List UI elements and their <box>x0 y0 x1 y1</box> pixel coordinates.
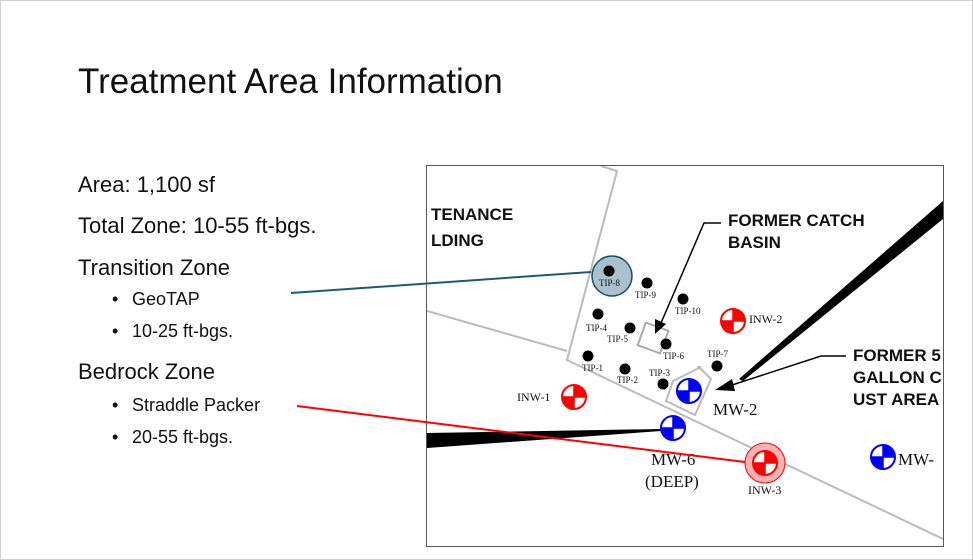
tip-dot-icon <box>603 265 615 277</box>
tip-label: TIP-2 <box>617 375 638 385</box>
bullet-text: 20-55 ft-bgs. <box>132 427 234 447</box>
bullet-geotap: • GeoTAP <box>112 289 200 310</box>
bullet-text: Straddle Packer <box>132 395 261 415</box>
ust-label: FORMER 5 <box>853 346 941 365</box>
well-label: MW-2 <box>713 400 757 419</box>
bullet-dot: • <box>112 289 119 309</box>
ust-label: GALLON C <box>853 368 942 387</box>
bullet-straddle-packer: • Straddle Packer <box>112 395 260 416</box>
bullet-transition-depth: • 10-25 ft-bgs. <box>112 321 233 342</box>
bullet-dot: • <box>112 395 119 415</box>
tip-dot-icon <box>592 308 604 320</box>
building-label: TENANCE <box>431 205 513 224</box>
bedrock-zone-heading: Bedrock Zone <box>78 359 215 384</box>
leader-line <box>660 222 721 324</box>
leader-line <box>728 355 846 387</box>
tip-label: TIP-7 <box>707 349 728 359</box>
bullet-text: GeoTAP <box>132 289 200 309</box>
tip-dot-icon <box>619 363 631 375</box>
well-label: INW-1 <box>517 390 550 404</box>
area-text: Area: 1,100 sf <box>78 172 215 197</box>
arrowhead-icon <box>655 319 666 334</box>
slide-title: Treatment Area Information <box>78 62 503 101</box>
monitoring-well-icon <box>676 378 702 404</box>
site-map: TENANCE LDING FORMER CATCH BASIN FORMER … <box>426 165 944 547</box>
ust-label: UST AREA <box>853 390 939 409</box>
well-label: (DEEP) <box>645 472 699 491</box>
pipe-wedge <box>739 201 943 381</box>
tip-label: TIP-6 <box>663 351 684 361</box>
tip-dot-icon <box>582 350 594 362</box>
tip-dot-icon <box>624 322 636 334</box>
well-label: MW- <box>898 450 934 469</box>
monitoring-well-icon <box>660 415 686 441</box>
pipe-wedge <box>427 429 661 448</box>
tip-label: TIP-5 <box>607 334 628 344</box>
tip-dot-icon <box>641 277 653 289</box>
transition-zone-heading: Transition Zone <box>78 255 231 280</box>
tip-label: TIP-9 <box>635 290 656 300</box>
tip-dot-icon <box>660 338 672 350</box>
tip-dot-icon <box>711 360 723 372</box>
tip-label: TIP-8 <box>599 278 620 288</box>
tip-8-highlight <box>591 255 633 297</box>
tip-points: TIP-1 TIP-2 TIP-3 TIP-4 TIP-5 TIP-6 TIP-… <box>582 265 728 390</box>
injection-well-icon <box>561 384 587 410</box>
building-label: LDING <box>431 231 484 250</box>
catch-basin-label: FORMER CATCH <box>728 211 865 230</box>
bullet-dot: • <box>112 321 119 341</box>
total-zone-text: Total Zone: 10-55 ft-bgs. <box>78 213 317 238</box>
tip-dot-icon <box>657 378 669 390</box>
tip-dot-icon <box>677 293 689 305</box>
bullet-bedrock-depth: • 20-55 ft-bgs. <box>112 427 233 448</box>
tip-label: TIP-1 <box>582 363 603 373</box>
arrowhead-icon <box>715 379 735 391</box>
well-label: INW-3 <box>748 483 781 497</box>
bullet-text: 10-25 ft-bgs. <box>132 321 234 341</box>
tip-label: TIP-4 <box>586 323 607 333</box>
well-label: MW-6 <box>651 450 695 469</box>
injection-well-icon <box>720 308 746 334</box>
bullet-dot: • <box>112 427 119 447</box>
tip-label: TIP-10 <box>675 306 701 316</box>
catch-basin-label: BASIN <box>728 233 781 252</box>
well-label: INW-2 <box>749 312 782 326</box>
injection-well-icon <box>752 450 778 476</box>
tip-label: TIP-3 <box>649 368 670 378</box>
monitoring-well-icon <box>870 444 896 470</box>
